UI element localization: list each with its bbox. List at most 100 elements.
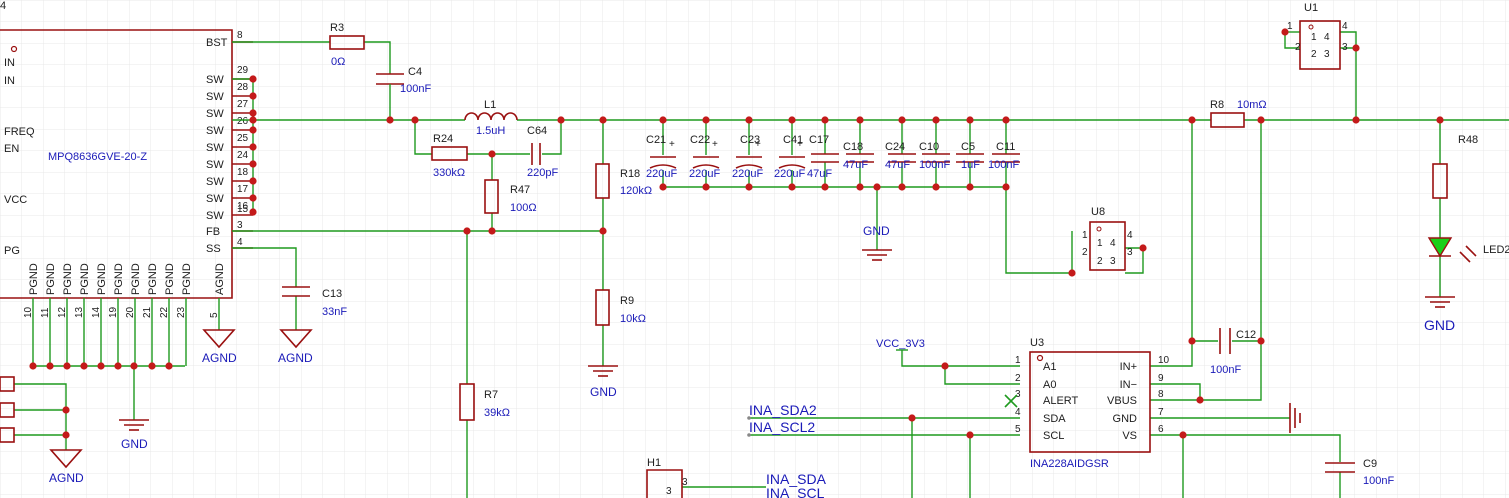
resistor-r48[interactable]: R48 (1432, 134, 1478, 199)
junction-dot (898, 183, 906, 191)
resistor-r3[interactable]: R3 0Ω (329, 22, 365, 68)
junction-dot (788, 116, 796, 124)
ina-right-label: VBUS (1107, 395, 1137, 407)
capacitor-c21[interactable]: + C21 220uF (646, 134, 677, 180)
ic-bottom-label: PGND (113, 263, 125, 295)
ic-bottom-num: 14 (91, 306, 102, 318)
agnd-label-3: AGND (49, 471, 84, 485)
ic-bottom-label: PGND (28, 263, 40, 295)
svg-text:+: + (712, 139, 718, 150)
c4-ref: C4 (408, 66, 422, 78)
capacitor-c10[interactable]: C10 100nF (919, 141, 950, 171)
r47-ref: R47 (510, 184, 530, 196)
junction-dot (1436, 116, 1444, 124)
capacitor-c9[interactable]: C9 100nF (1325, 458, 1394, 487)
junction-dot (62, 431, 70, 439)
capacitor-c13[interactable]: C13 33nF (282, 286, 347, 318)
c13-value: 33nF (322, 306, 347, 318)
junction-dot (599, 116, 607, 124)
net-ina-sda2: INA_SDA2 (749, 402, 817, 418)
ina-left-label: A0 (1043, 379, 1056, 391)
ic-ina228[interactable]: U3 INA228AIDGSR A11A02ALERT3SDA4SCL5IN+1… (1004, 337, 1170, 470)
net-vcc-3v3: VCC_3V3 (876, 338, 925, 350)
h1-ref: H1 (647, 457, 661, 469)
u8-pin-3-inner: 3 (1110, 256, 1116, 267)
junction-dot (659, 183, 667, 191)
capacitor-c24[interactable]: C24 47uF (885, 141, 916, 171)
capacitor-c17[interactable]: C17 47uF (807, 134, 839, 180)
c23-value: 220uF (732, 168, 763, 180)
ic-right-label: SW (206, 210, 224, 222)
junction-dot (659, 116, 667, 124)
ina-pin-labels: A11A02ALERT3SDA4SCL5IN+10IN−9VBUS8GND7VS… (1015, 355, 1170, 442)
c10-value: 100nF (919, 159, 950, 171)
resistor-r47[interactable]: R47 100Ω (484, 179, 537, 214)
ina-right-label: IN− (1120, 379, 1137, 391)
gnd-symbol-4: GND (1424, 296, 1455, 333)
ic-mpq8636[interactable]: 4 IN IN FREQ EN VCC PG MPQ8636GVE-20-Z B… (0, 0, 253, 366)
c11-ref: C11 (996, 141, 1015, 153)
capacitor-c23[interactable]: + C23 220uF (732, 134, 763, 180)
gnd-symbol-ina (1289, 403, 1301, 433)
header-h1[interactable]: H1 3 3 (646, 457, 688, 498)
junction-dot (1257, 116, 1265, 124)
inductor-l1[interactable]: L1 1.5uH (464, 99, 518, 137)
resistor-r24[interactable]: R24 330kΩ (431, 133, 468, 179)
junction-dot (1257, 337, 1265, 345)
junction-dot (165, 362, 173, 370)
ina-left-label: ALERT (1043, 395, 1079, 407)
ic-pin-en: EN (4, 143, 19, 155)
capacitor-c18[interactable]: C18 47uF (843, 141, 874, 171)
r8-ref: R8 (1210, 99, 1224, 111)
ic-bottom-label: PGND (62, 263, 74, 295)
ic-u1[interactable]: U1 1 1 4 4 2 2 3 3 (1287, 2, 1348, 70)
junction-dot (249, 177, 257, 185)
resistor-r7[interactable]: R7 39kΩ (459, 383, 510, 421)
capacitor-c41[interactable]: + C41 220uF (774, 134, 805, 180)
ina-right-num: 10 (1158, 355, 1170, 366)
ina-right-label: VS (1122, 430, 1137, 442)
junction-dot (821, 116, 829, 124)
ina-right-num: 6 (1158, 424, 1164, 435)
c24-value: 47uF (885, 159, 910, 171)
gnd-label-4: GND (1424, 317, 1455, 333)
junction-dot (249, 194, 257, 202)
junction-dot (1179, 431, 1187, 439)
junction-dot (966, 183, 974, 191)
junction-dot (873, 183, 881, 191)
c64-ref: C64 (527, 125, 547, 137)
r7-value: 39kΩ (484, 407, 510, 419)
junction-dot (599, 227, 607, 235)
r7-ref: R7 (484, 389, 498, 401)
capacitor-c22[interactable]: + C22 220uF (689, 134, 720, 180)
junction-dot (932, 183, 940, 191)
ic-left-pin-4: 4 (0, 0, 6, 12)
led-ref: LED2 (1483, 244, 1509, 256)
ic-pin-num: 26 (237, 116, 249, 127)
junction-dot (1352, 116, 1360, 124)
junction-dot (941, 362, 949, 370)
r9-value: 10kΩ (620, 313, 646, 325)
ic-pin-in-2: IN (4, 75, 15, 87)
c64-value: 220pF (527, 167, 558, 179)
gnd-label-3: GND (863, 224, 890, 238)
c9-ref: C9 (1363, 458, 1377, 470)
capacitor-c64[interactable]: C64 220pF (527, 125, 558, 179)
r24-ref: R24 (433, 133, 453, 145)
u1-pin-3-inner: 3 (1324, 49, 1330, 60)
junction-dot (1188, 337, 1196, 345)
capacitor-c12[interactable]: C12 100nF (1210, 328, 1256, 376)
ic-bottom-label: PGND (45, 263, 57, 295)
capacitor-c4[interactable]: C4 100nF (376, 66, 431, 95)
resistor-r9[interactable]: R9 10kΩ (595, 289, 646, 326)
led-indicator[interactable]: LED2 (1427, 237, 1509, 263)
ic-right-label: SW (206, 74, 224, 86)
resistor-r8[interactable]: R8 10mΩ (1210, 99, 1267, 128)
junction-dot (249, 109, 257, 117)
ic-u8[interactable]: U8 1 1 4 4 2 2 3 3 (1082, 206, 1133, 271)
capacitor-c11[interactable]: C11 100nF (988, 141, 1020, 171)
net-labels: VCC_3V3 INA_SDA2 INA_SCL2 INA_SDA INA_SC… (747, 338, 925, 498)
resistor-r18[interactable]: R18 120kΩ (595, 163, 652, 199)
capacitor-c5[interactable]: C5 1uF (956, 141, 984, 171)
